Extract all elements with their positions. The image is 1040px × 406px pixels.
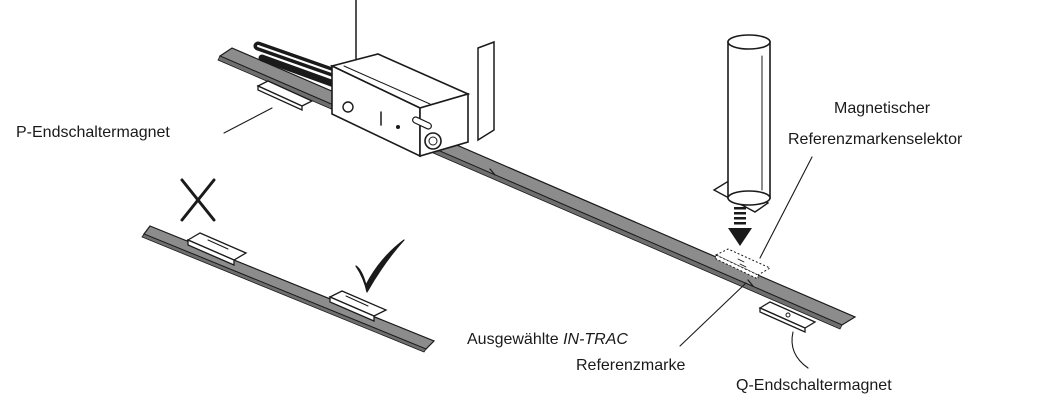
p-limit-magnet (256, 80, 314, 112)
selector-label-line2: Referenzmarkenselektor (788, 131, 963, 148)
readhead (329, 53, 471, 158)
selector-label-line1: Magnetischer (834, 100, 931, 117)
selected-reference-prefix: Ausgewählte (467, 331, 564, 348)
readhead-cable (253, 41, 338, 88)
correct-magnet (328, 290, 388, 322)
in-trac-name: IN-TRAC (563, 331, 628, 348)
selected-reference-mark (714, 248, 772, 280)
p-magnet-leader (223, 107, 273, 134)
selected-reference-label-line1: Ausgewählte IN-TRAC (467, 330, 628, 350)
q-limit-magnet (758, 301, 817, 334)
cross-icon (180, 178, 216, 222)
leader-lines (223, 107, 813, 369)
selector-leader (759, 156, 813, 259)
q-limit-magnet-label: Q-Endschaltermagnet (736, 377, 892, 394)
orientation-inset (141, 178, 436, 353)
magnetic-reference-selector-tool (712, 34, 771, 213)
p-limit-magnet-label: P-Endschaltermagnet (16, 124, 170, 141)
reference-mark-leader (679, 282, 747, 347)
checkmark-icon (355, 239, 405, 293)
q-magnet-leader (791, 331, 809, 369)
incorrect-magnet (186, 232, 248, 266)
downward-arrow-icon (728, 207, 752, 246)
selected-reference-label-line2: Referenzmarke (576, 357, 686, 374)
mounting-bracket (355, 0, 495, 142)
